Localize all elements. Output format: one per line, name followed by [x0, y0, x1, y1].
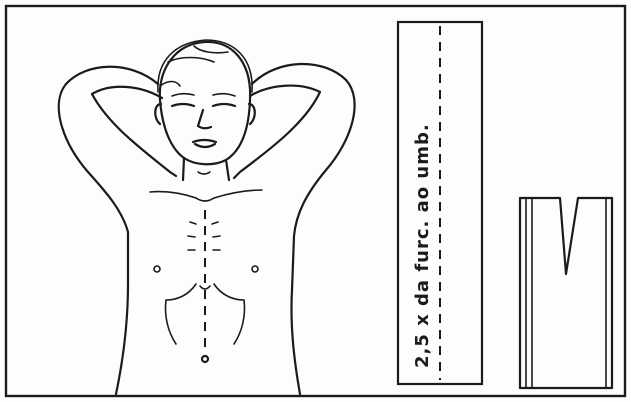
neck-right	[226, 160, 229, 180]
left-clavicle	[150, 192, 196, 198]
folded-strip-fold-line	[526, 198, 532, 388]
right-eyebrow	[213, 94, 235, 96]
strip-measure-label: 2,5 x da furc. ao umb.	[412, 123, 433, 368]
folded-strip	[520, 198, 612, 388]
left-eye	[172, 104, 194, 106]
torso-left-side	[116, 284, 128, 394]
hair-outline	[158, 40, 252, 92]
left-arm	[59, 67, 158, 284]
right-eye	[213, 104, 235, 106]
sternal-notch	[196, 198, 214, 201]
neck-left	[183, 158, 184, 180]
neck-fold	[198, 172, 210, 174]
left-nipple	[154, 266, 160, 272]
left-hand	[160, 82, 180, 87]
folded-strip-outline	[520, 198, 612, 388]
left-eyebrow	[172, 94, 194, 96]
torso-right-side	[291, 290, 300, 394]
xiphoid-mark	[200, 286, 210, 289]
right-arm	[252, 64, 355, 290]
right-clavicle	[214, 190, 262, 198]
nose	[198, 110, 211, 128]
right-nipple	[252, 266, 258, 272]
navel	[202, 356, 208, 362]
left-arm-inner	[92, 87, 176, 176]
bandage-strip: 2,5 x da furc. ao umb.	[398, 22, 482, 384]
costal-margin-right	[214, 284, 245, 344]
patient-torso-drawing	[59, 40, 355, 394]
right-arm-inner	[234, 86, 320, 178]
costal-margin-left	[165, 284, 196, 344]
mouth	[193, 140, 216, 147]
